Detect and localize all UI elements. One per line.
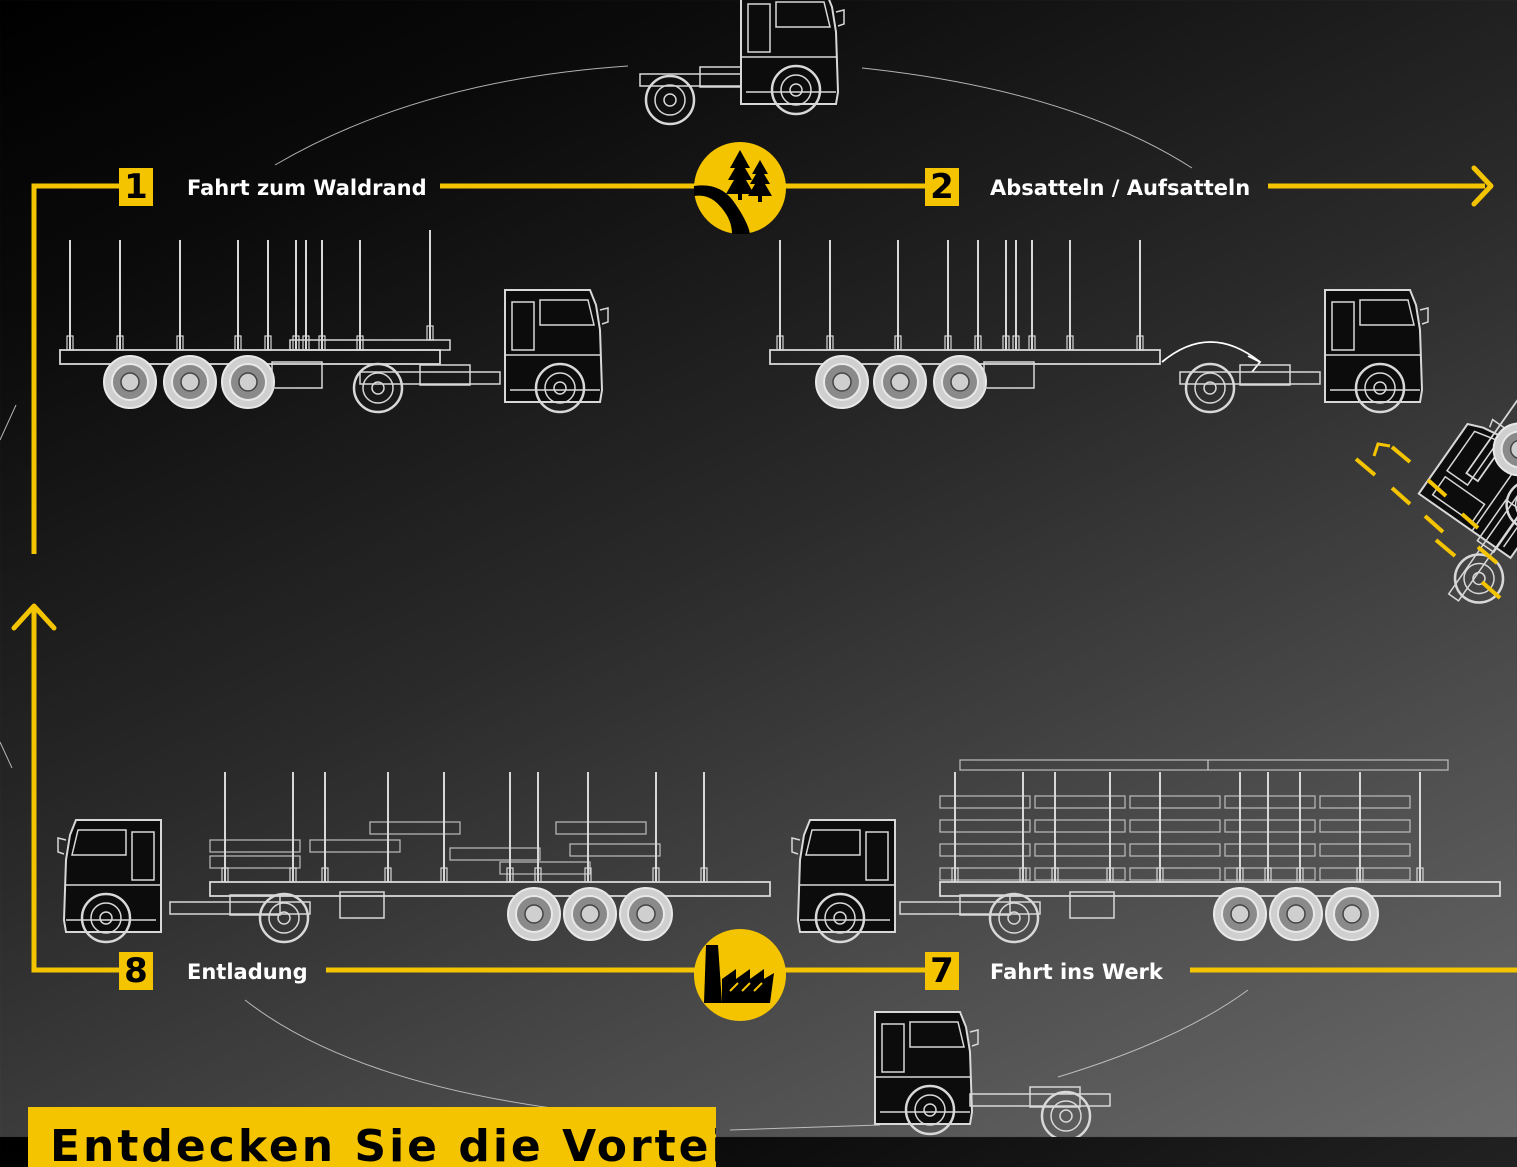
motion-dashes bbox=[1354, 442, 1502, 600]
flow-line-top bbox=[31, 165, 1494, 554]
flow-line-bottom bbox=[11, 603, 1517, 973]
step-number-8: 8 bbox=[119, 952, 153, 990]
tractor-bottom bbox=[875, 1012, 1111, 1137]
step-label-7: Fahrt ins Werk bbox=[990, 960, 1163, 984]
move-arrow bbox=[1161, 341, 1261, 363]
background-arc-lines bbox=[0, 65, 1249, 1131]
process-diagram bbox=[0, 0, 1517, 1137]
turning-trailer bbox=[1465, 398, 1517, 487]
forest-road-icon bbox=[694, 142, 786, 234]
truck-trailer-step-2 bbox=[769, 239, 1428, 414]
step-label-1: Fahrt zum Waldrand bbox=[187, 176, 427, 200]
step-number-2: 2 bbox=[925, 168, 959, 206]
truck-trailer-step-1 bbox=[59, 229, 608, 414]
truck-trailer-step-8 bbox=[58, 771, 771, 944]
tractor-top bbox=[639, 0, 844, 126]
factory-icon bbox=[694, 929, 786, 1021]
step-number-1: 1 bbox=[119, 168, 153, 206]
step-label-2: Absatteln / Aufsatteln bbox=[990, 176, 1251, 200]
discover-benefits-label: Entdecken Sie die Vorteile bbox=[50, 1121, 716, 1167]
truck-trailer-step-7 bbox=[792, 759, 1501, 944]
step-label-8: Entladung bbox=[187, 960, 308, 984]
discover-benefits-button[interactable]: Entdecken Sie die Vorteile bbox=[28, 1107, 716, 1167]
step-number-7: 7 bbox=[925, 952, 959, 990]
